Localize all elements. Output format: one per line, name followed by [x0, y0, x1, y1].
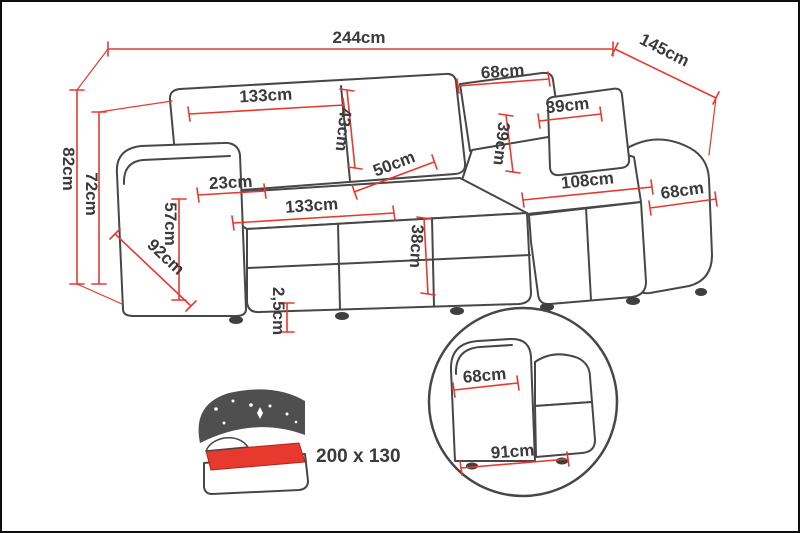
bed-sheet-fold: [205, 436, 249, 452]
dim-line-chaise-length: [521, 179, 654, 208]
backrest-divider: [340, 85, 351, 182]
dim-line-seat-depth: [351, 154, 438, 200]
armrest-detail-view: [427, 306, 619, 498]
dim-leg-height-label: 2,5cm: [269, 287, 288, 335]
dim-seat-height-label: 38cm: [406, 224, 427, 268]
dim-backrest-width-label: 133cm: [239, 85, 293, 107]
pillow: [546, 87, 631, 177]
left-armrest-roll: [122, 155, 231, 185]
bed-canopy: [198, 389, 305, 443]
bed-size-label: 200 x 130: [316, 446, 401, 467]
bed-mattress: [205, 442, 306, 471]
dim-line-armrest-top: [196, 183, 267, 203]
seat-seam-horizontal: [247, 254, 531, 269]
bed-function-icon: [198, 389, 309, 495]
dim-armrest-height-label: 57cm: [161, 202, 180, 245]
dim-line-seat-height: [416, 216, 436, 296]
detail-armrest-side: [449, 337, 536, 462]
dim-line-pillow-width: [537, 106, 603, 129]
dim-line-chaise-width: [648, 191, 718, 216]
dim-line-backrest-height: [339, 88, 363, 170]
dim-total-depth-label: 145cm: [637, 30, 693, 71]
dim-total-width-label: 244cm: [333, 28, 386, 47]
dim-line-seat-front-width: [231, 205, 396, 231]
chaise-seam: [585, 207, 592, 301]
dim-line-pillow-height: [498, 113, 521, 174]
dimension-lines: [69, 41, 720, 476]
dim-seat-front-width-label: 133cm: [285, 194, 339, 217]
detail-armrest-roll: [454, 344, 513, 375]
dim-back-height-label: 72cm: [82, 172, 101, 215]
dim-total-height-label: 82cm: [59, 147, 78, 190]
dim-pillow-width-label: 39cm: [545, 94, 590, 117]
dim-line-leg-height: [279, 302, 295, 333]
seat-front: [246, 212, 532, 314]
dim-line-side-depth: [109, 228, 197, 312]
dim-line-detail-top: [452, 375, 520, 398]
sofa-legs: [229, 288, 707, 324]
detail-back-cushion: [534, 353, 593, 407]
detail-top-depth-label: 68cm: [462, 364, 507, 387]
seat-seam-2: [431, 217, 435, 307]
dim-armrest-top-label: 23cm: [209, 172, 253, 193]
left-armrest: [115, 141, 247, 317]
dim-back-corner-label: 68cm: [480, 61, 525, 83]
seat-seam-1: [337, 223, 341, 310]
dim-line-back-corner: [456, 71, 551, 94]
dim-line-detail-base: [459, 451, 570, 476]
sofa-illustration: [115, 71, 713, 324]
bed-stars: [214, 399, 298, 425]
detail-seat-cushion: [534, 401, 596, 458]
dim-line-backrest-width: [187, 97, 346, 122]
dim-backrest-height-label: 43cm: [332, 107, 355, 152]
dim-extension-lines: [76, 48, 717, 305]
detail-base-depth-label: 91cm: [490, 441, 535, 463]
